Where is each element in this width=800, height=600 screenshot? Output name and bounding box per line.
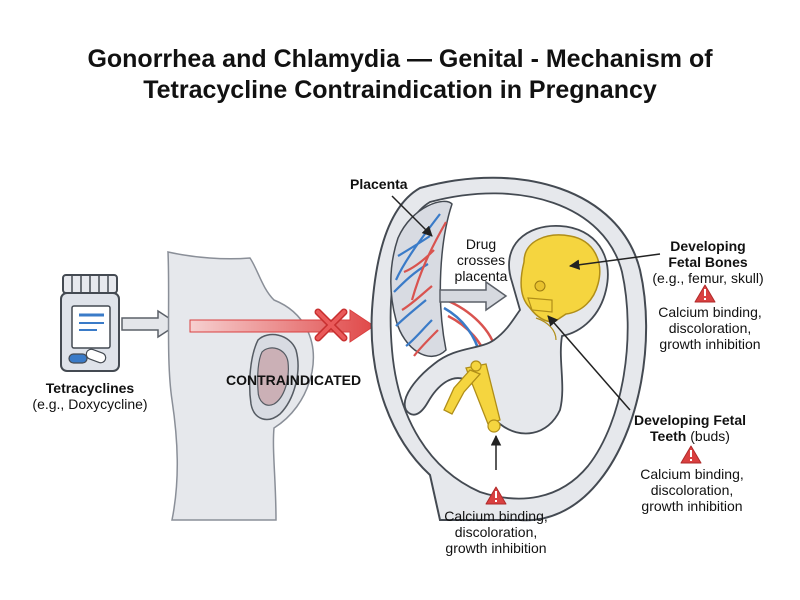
bones-title-line-1: Developing bbox=[670, 238, 746, 254]
limb-effect-1: Calcium binding, bbox=[444, 508, 548, 524]
x-mark-icon bbox=[314, 308, 348, 342]
placenta bbox=[390, 200, 498, 361]
teeth-label: Developing Fetal Teeth (buds) bbox=[610, 412, 770, 444]
drug-crosses-line-2: crosses bbox=[456, 252, 506, 268]
drug-crosses-line-1: Drug bbox=[465, 236, 497, 252]
bones-label: Developing Fetal Bones (e.g., femur, sku… bbox=[628, 238, 788, 286]
drug-example: (e.g., Doxycycline) bbox=[32, 396, 148, 412]
pregnant-body bbox=[167, 251, 314, 521]
title-line-2: Tetracycline Contraindication in Pregnan… bbox=[143, 76, 657, 104]
drug-crosses-label: Drug crosses placenta bbox=[446, 236, 516, 284]
teeth-title-bold: Teeth bbox=[650, 428, 687, 444]
pointer-lines bbox=[391, 195, 661, 470]
bones-title-line-2: Fetal Bones bbox=[668, 254, 748, 270]
teeth-effect-2: discoloration, bbox=[650, 482, 734, 498]
limb-effect-3: growth inhibition bbox=[445, 540, 547, 556]
blocked-arrow bbox=[189, 309, 375, 343]
bones-example: (e.g., femur, skull) bbox=[652, 270, 764, 286]
contraindicated-label: CONTRAINDICATED bbox=[226, 372, 362, 388]
bones-effect-3: growth inhibition bbox=[659, 336, 761, 352]
limb-effect-2: discoloration, bbox=[454, 524, 538, 540]
teeth-effects: Calcium binding, discoloration, growth i… bbox=[612, 466, 772, 514]
teeth-effect-1: Calcium binding, bbox=[640, 466, 744, 482]
bones-effect-2: discoloration, bbox=[668, 320, 752, 336]
drug-name: Tetracyclines bbox=[45, 380, 135, 396]
teeth-title-rest: (buds) bbox=[686, 428, 730, 444]
page-title: Gonorrhea and Chlamydia — Genital - Mech… bbox=[0, 44, 800, 106]
drug-crosses-line-3: placenta bbox=[454, 268, 508, 284]
limb-effects: Calcium binding, discoloration, growth i… bbox=[416, 508, 576, 556]
crossing-arrow bbox=[439, 280, 508, 312]
title-line-1: Gonorrhea and Chlamydia — Genital - Mech… bbox=[87, 45, 713, 73]
drug-label: Tetracyclines (e.g., Doxycycline) bbox=[20, 380, 160, 412]
warning-icon bbox=[485, 486, 507, 505]
warning-icon bbox=[680, 445, 702, 464]
placenta-label: Placenta bbox=[350, 176, 408, 192]
pill-bottle-icon bbox=[60, 274, 120, 372]
warning-icon bbox=[694, 284, 716, 303]
bones-effect-1: Calcium binding, bbox=[658, 304, 762, 320]
teeth-effect-3: growth inhibition bbox=[641, 498, 743, 514]
fetus bbox=[403, 225, 609, 435]
bones-effects: Calcium binding, discoloration, growth i… bbox=[630, 304, 790, 352]
teeth-title-line-1: Developing Fetal bbox=[633, 412, 747, 428]
